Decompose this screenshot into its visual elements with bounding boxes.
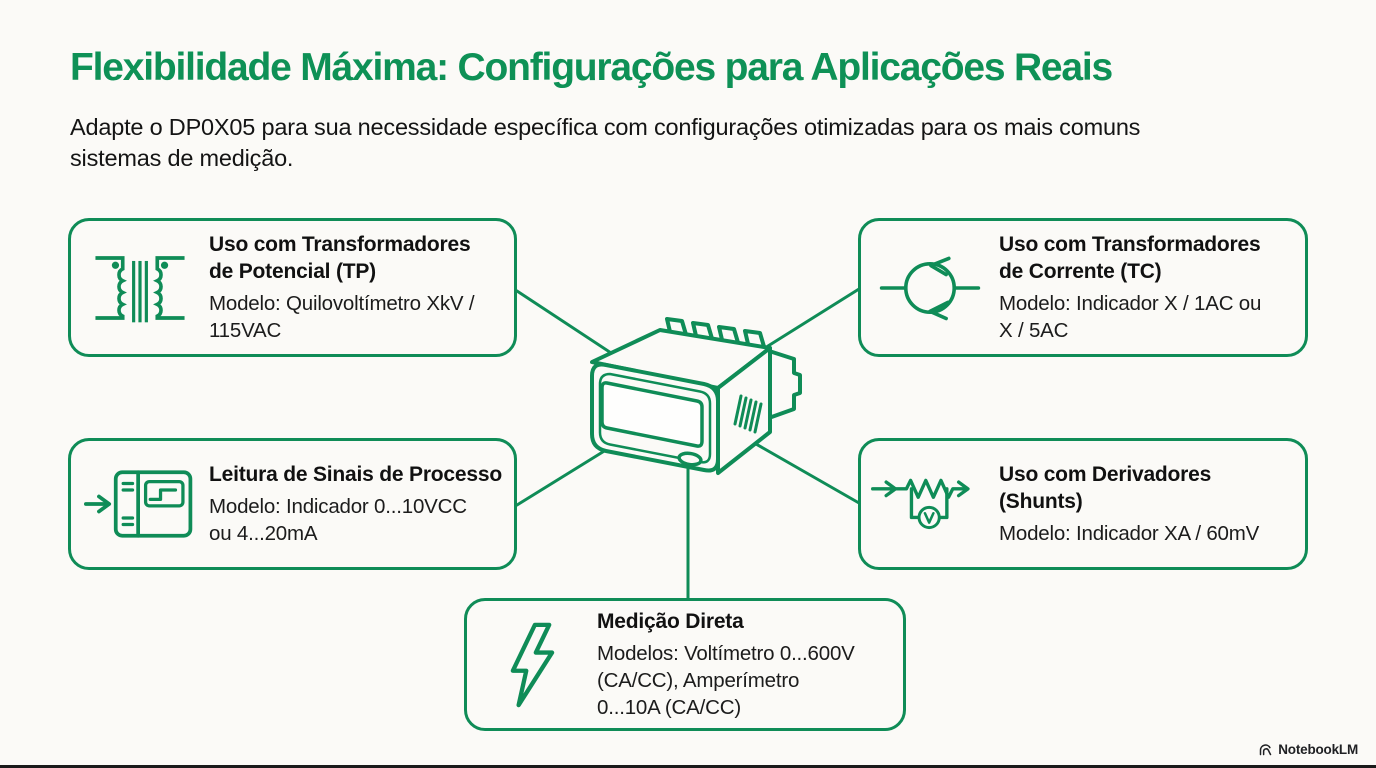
card-transformadores-corrente: Uso com Transformadores de Corrente (TC)… bbox=[858, 218, 1308, 357]
card-title: Uso com Derivadores (Shunts) bbox=[999, 463, 1212, 513]
card-leitura-sinais: Leitura de Sinais de Processo Modelo: In… bbox=[68, 438, 517, 570]
card-body: Modelo: Indicador 0...10VCC ou 4...20mA bbox=[209, 495, 467, 545]
card-derivadores-shunts: Uso com Derivadores (Shunts) Modelo: Ind… bbox=[858, 438, 1308, 570]
lightning-bolt-icon bbox=[467, 622, 597, 708]
card-title: Leitura de Sinais de Processo bbox=[209, 463, 502, 486]
notebooklm-logo-icon bbox=[1259, 744, 1272, 756]
bottom-letterbox-bar bbox=[0, 765, 1376, 768]
card-body: Modelo: Quilovoltímetro XkV / 115VAC bbox=[209, 292, 475, 342]
current-transformer-icon bbox=[861, 250, 999, 326]
card-body: Modelo: Indicador XA / 60mV bbox=[999, 522, 1260, 545]
shunt-resistor-icon bbox=[861, 468, 999, 540]
panel-meter-illustration bbox=[590, 317, 802, 475]
card-transformadores-potencial: Uso com Transformadores de Potencial (TP… bbox=[68, 218, 517, 357]
page-subtitle: Adapte o DP0X05 para sua necessidade esp… bbox=[70, 114, 1141, 171]
process-signal-icon bbox=[71, 466, 209, 542]
watermark-label: NotebookLM bbox=[1278, 742, 1358, 757]
card-body: Modelo: Indicador X / 1AC ou X / 5AC bbox=[999, 292, 1262, 342]
notebooklm-watermark: NotebookLM bbox=[1258, 742, 1358, 757]
card-title: Medição Direta bbox=[597, 610, 744, 633]
card-title: Uso com Transformadores de Potencial (TP… bbox=[209, 233, 471, 283]
page-title: Flexibilidade Máxima: Configurações para… bbox=[70, 46, 1113, 89]
potential-transformer-icon bbox=[71, 248, 209, 328]
card-title: Uso com Transformadores de Corrente (TC) bbox=[999, 233, 1261, 283]
card-body: Modelos: Voltímetro 0...600V (CA/CC), Am… bbox=[597, 642, 855, 719]
card-medicao-direta: Medição Direta Modelos: Voltímetro 0...6… bbox=[464, 598, 906, 731]
